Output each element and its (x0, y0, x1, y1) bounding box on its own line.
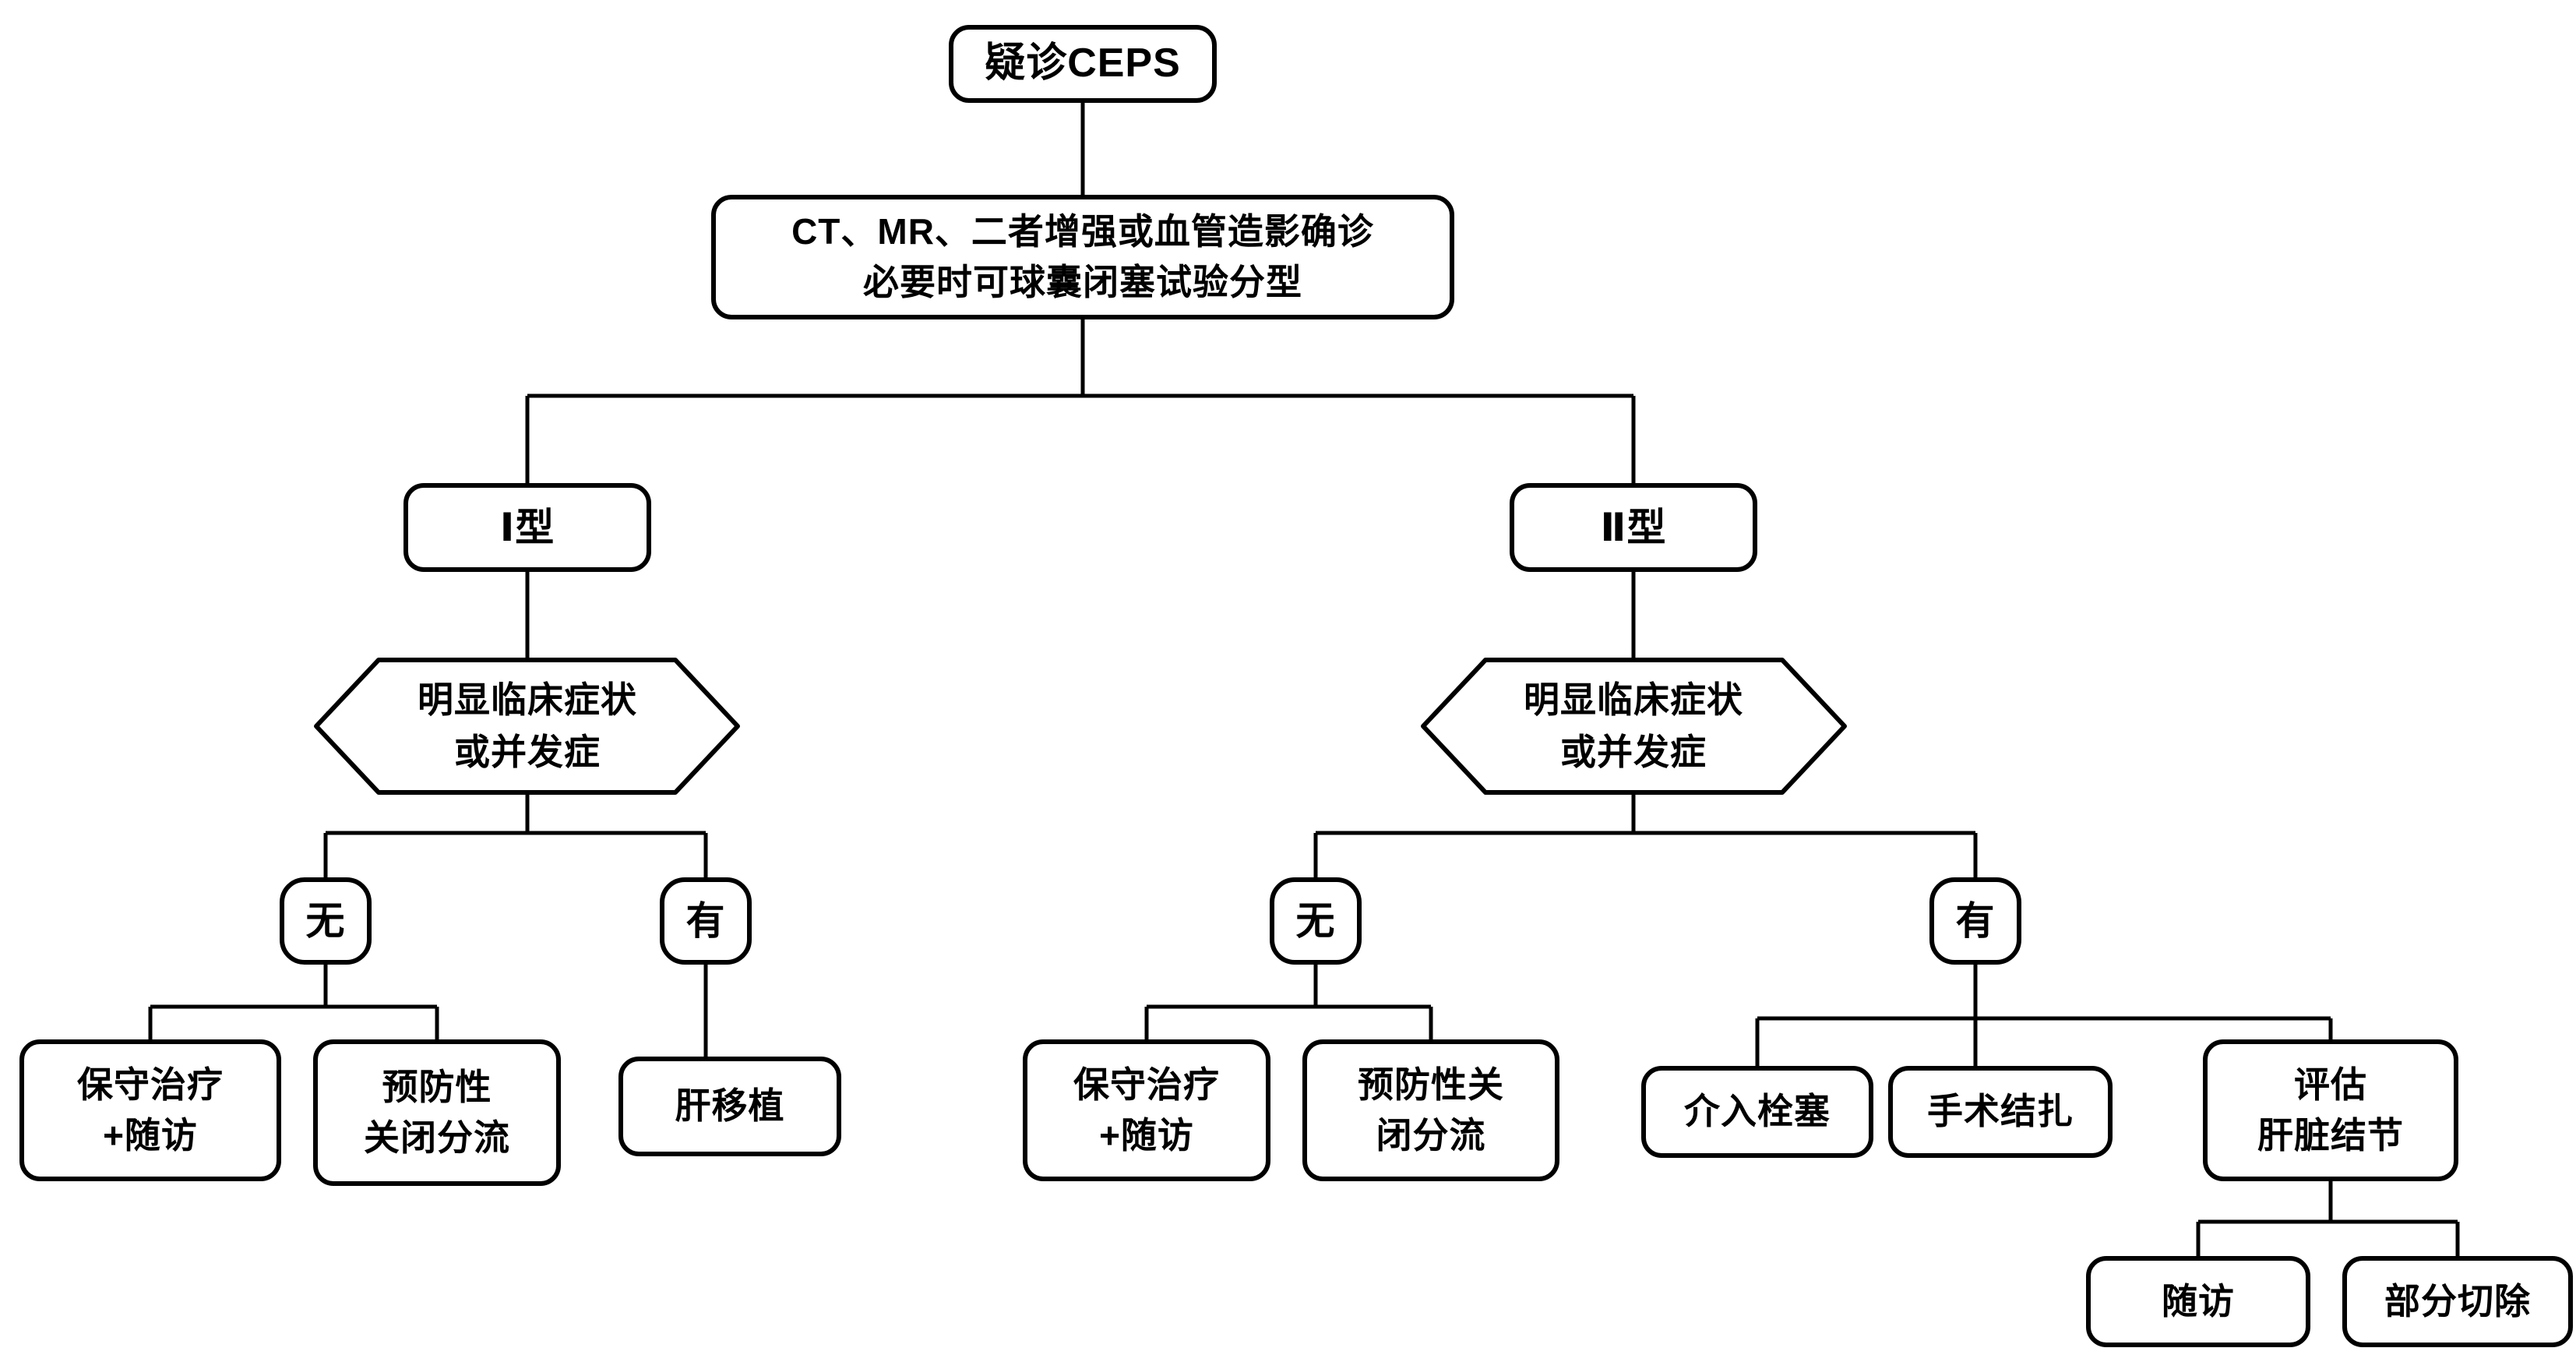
node-imaging-confirmation: CT、MR、二者增强或血管造影确诊 必要时可球囊闭塞试验分型 (711, 195, 1454, 319)
decision-symptoms-type2: 明显临床症状 或并发症 (1524, 679, 1743, 772)
node-interventional-embolization: 介入栓塞 (1641, 1066, 1873, 1158)
node-yes-type2: 有 (1929, 877, 2021, 965)
node-preventive-shunt-closure-type1: 预防性 关闭分流 (313, 1039, 561, 1186)
node-no-type2: 无 (1270, 877, 1362, 965)
node-followup: 随访 (2086, 1256, 2310, 1347)
node-surgical-ligation: 手术结扎 (1888, 1066, 2113, 1158)
node-evaluate-liver-nodules: 评估 肝脏结节 (2203, 1039, 2458, 1181)
node-partial-resection: 部分切除 (2342, 1256, 2573, 1347)
node-suspected-ceps: 疑诊CEPS (949, 25, 1217, 103)
symptoms-hexagon-type2 (1421, 658, 1847, 795)
decision-symptoms-type1: 明显临床症状 或并发症 (418, 679, 637, 772)
node-type-2: Ⅱ型 (1510, 483, 1757, 572)
node-no-type1: 无 (280, 877, 372, 965)
node-type-1: Ⅰ型 (403, 483, 651, 572)
node-preventive-shunt-closure-type2: 预防性关 闭分流 (1302, 1039, 1559, 1181)
node-conservative-followup-type2: 保守治疗 +随访 (1023, 1039, 1270, 1181)
symptoms-hexagon-type1 (314, 658, 740, 795)
node-yes-type1: 有 (660, 877, 752, 965)
node-conservative-followup-type1: 保守治疗 +随访 (19, 1039, 281, 1181)
node-liver-transplant: 肝移植 (618, 1057, 841, 1156)
